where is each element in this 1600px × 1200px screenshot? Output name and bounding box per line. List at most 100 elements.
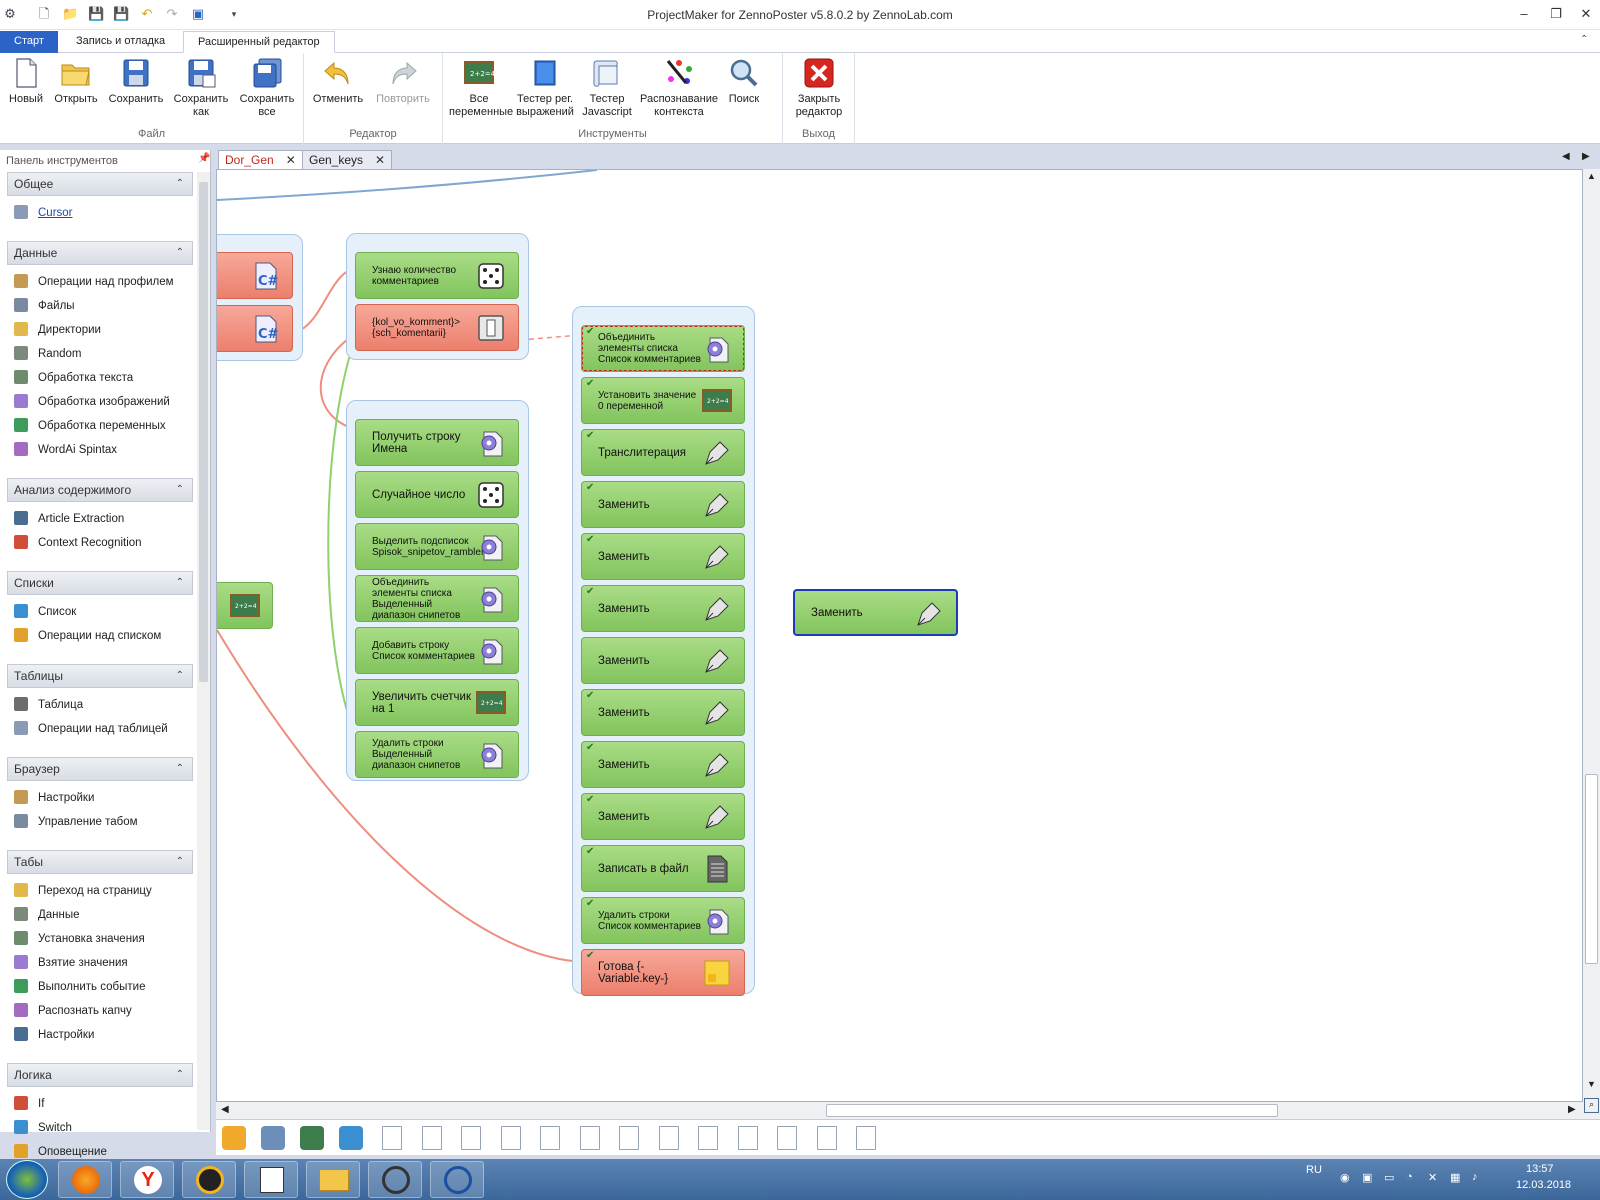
scroll-left-icon[interactable]: ◀ [221, 1104, 229, 1115]
regex-tester-button[interactable]: Тестер рег.выражений [513, 57, 577, 119]
flow-block[interactable]: ✔Заменить [581, 793, 745, 840]
tray-flag-icon[interactable]: ▭ [1384, 1172, 1395, 1184]
toolbox-item[interactable]: Операции над списком [14, 626, 161, 646]
toolbox-item[interactable]: Cursor [14, 203, 73, 223]
toolbox-category-7[interactable]: Логика⌃ [7, 1063, 193, 1087]
toolbox-item[interactable]: Операции над таблицей [14, 719, 168, 739]
flow-block[interactable]: Получить строку Имена [355, 419, 519, 466]
block-csharp-1[interactable]: C# [217, 252, 293, 299]
document-list-icon[interactable] [461, 1126, 481, 1150]
clock-time[interactable]: 13:57 [1526, 1163, 1554, 1175]
toolbox-category-2[interactable]: Анализ содержимого⌃ [7, 478, 193, 502]
close-window-button[interactable]: ✕ [1580, 6, 1592, 21]
tray-monitor-icon[interactable]: ▦ [1450, 1172, 1461, 1184]
open-folder-quick-icon[interactable]: 📁 [62, 6, 79, 21]
search-button[interactable]: Поиск [723, 57, 765, 106]
toolbox-item[interactable]: Файлы [14, 296, 75, 316]
scroll-tabs-right-icon[interactable]: ▶ [1582, 151, 1590, 162]
redo-quick-icon[interactable]: ↷ [166, 6, 178, 21]
new-button[interactable]: Новый [6, 57, 46, 106]
toolbox-item[interactable]: Context Recognition [14, 533, 142, 553]
flow-block[interactable]: Заменить [581, 637, 745, 684]
toolbox-item[interactable]: Настройки [14, 1025, 94, 1045]
toolbox-item[interactable]: Switch [14, 1118, 72, 1138]
taskbar-firefox[interactable] [58, 1161, 112, 1198]
document-list-icon[interactable] [777, 1126, 797, 1150]
doc-tab-gen-keys[interactable]: Gen_keys✕ [302, 150, 393, 169]
toolbox-item[interactable]: Директории [14, 320, 101, 340]
collapse-ribbon-icon[interactable]: ⌃ [1580, 34, 1589, 45]
toolbox-item[interactable]: Article Extraction [14, 509, 124, 529]
collapse-chevron-icon[interactable]: ⌃ [175, 577, 184, 588]
close-tab-icon[interactable]: ✕ [285, 153, 296, 167]
toolbox-item[interactable]: Random [14, 344, 81, 364]
flow-block[interactable]: ✔Заменить [581, 481, 745, 528]
toolbox-item[interactable]: Таблица [14, 695, 83, 715]
minimize-button[interactable]: – [1520, 6, 1528, 21]
pin-icon[interactable]: 📌 [198, 153, 211, 164]
flow-block[interactable]: ✔Заменить [581, 533, 745, 580]
toolbox-item[interactable]: Управление табом [14, 812, 138, 832]
document-list-icon[interactable] [540, 1126, 560, 1150]
flow-block[interactable]: ✔Транслитерация [581, 429, 745, 476]
gears-icon[interactable] [222, 1126, 246, 1150]
clock-date[interactable]: 12.03.2018 [1516, 1179, 1572, 1191]
toolbox-item[interactable]: Установка значения [14, 929, 145, 949]
flow-block[interactable]: Случайное число [355, 471, 519, 518]
undo-button[interactable]: Отменить [310, 57, 366, 106]
robot-icon[interactable] [339, 1126, 363, 1150]
start-button[interactable] [6, 1160, 48, 1199]
flow-block[interactable]: ✔Заменить [581, 741, 745, 788]
toolbox-category-4[interactable]: Таблицы⌃ [7, 664, 193, 688]
tab-advanced-editor[interactable]: Расширенный редактор [183, 31, 335, 53]
document-list-icon[interactable] [856, 1126, 876, 1150]
block-replace-loose[interactable]: Заменить [793, 589, 958, 636]
scroll-up-icon[interactable]: ▲ [1587, 171, 1596, 181]
tray-app-icon[interactable]: ◔ [1406, 1171, 1413, 1183]
document-list-icon[interactable] [579, 1126, 600, 1150]
toolbox-category-1[interactable]: Данные⌃ [7, 241, 193, 265]
taskbar-app4[interactable] [244, 1161, 298, 1198]
scroll-down-icon[interactable]: ▼ [1587, 1079, 1596, 1089]
collapse-chevron-icon[interactable]: ⌃ [175, 247, 184, 258]
document-list-icon[interactable] [421, 1126, 442, 1150]
flow-block[interactable]: ✔Удалить строки Список комментариев [581, 897, 745, 944]
project-canvas[interactable]: C# C# e 0 2+2=4 Узнаю количество коммент… [216, 169, 1583, 1102]
window-quick-icon[interactable]: ▣ [191, 6, 205, 21]
flow-block[interactable]: {kol_vo_komment}>{sch_komentarii} [355, 304, 519, 351]
taskbar-projectmaker[interactable] [430, 1161, 484, 1198]
canvas-horizontal-scrollbar[interactable]: ◀ ▶ [216, 1102, 1583, 1119]
taskbar-zennoposter[interactable] [368, 1161, 422, 1198]
language-indicator[interactable]: RU [1306, 1164, 1322, 1176]
toolbox-item[interactable]: Данные [14, 905, 80, 925]
restore-button[interactable]: ❐ [1550, 6, 1562, 21]
scroll-tabs-left-icon[interactable]: ◀ [1562, 151, 1570, 162]
collapse-chevron-icon[interactable]: ⌃ [175, 670, 184, 681]
block-csharp-2[interactable]: C# [217, 305, 293, 352]
undo-quick-icon[interactable]: ↶ [141, 6, 153, 21]
doc-tab-dor-gen[interactable]: Dor_Gen✕ [218, 150, 303, 169]
v-scroll-thumb[interactable] [1585, 774, 1598, 964]
flow-block[interactable]: Удалить строки Выделенный диапазон снипе… [355, 731, 519, 778]
toolbox-scroll-thumb[interactable] [199, 182, 208, 682]
toolbox-item[interactable]: Операции над профилем [14, 272, 174, 292]
toolbox-item[interactable]: If [14, 1094, 44, 1114]
open-button[interactable]: Открыть [50, 57, 102, 106]
toolbox-item[interactable]: Настройки [14, 788, 94, 808]
toolbox-category-6[interactable]: Табы⌃ [7, 850, 193, 874]
toolbox-item[interactable]: Взятие значения [14, 953, 128, 973]
document-list-icon[interactable] [698, 1126, 718, 1150]
tab-record-debug[interactable]: Запись и отладка [76, 35, 166, 47]
close-tab-icon[interactable]: ✕ [375, 153, 386, 167]
collapse-chevron-icon[interactable]: ⌃ [175, 484, 184, 495]
collapse-chevron-icon[interactable]: ⌃ [175, 1069, 184, 1080]
document-list-icon[interactable] [500, 1126, 521, 1150]
toolbox-category-3[interactable]: Списки⌃ [7, 571, 193, 595]
new-file-quick-icon[interactable]: 🗋 [38, 6, 50, 21]
collapse-chevron-icon[interactable]: ⌃ [175, 763, 184, 774]
zoom-icon[interactable]: ⌕ [1584, 1098, 1599, 1113]
flow-block[interactable]: Узнаю количество комментариев [355, 252, 519, 299]
flow-block[interactable]: Добавить строку Список комментариев [355, 627, 519, 674]
